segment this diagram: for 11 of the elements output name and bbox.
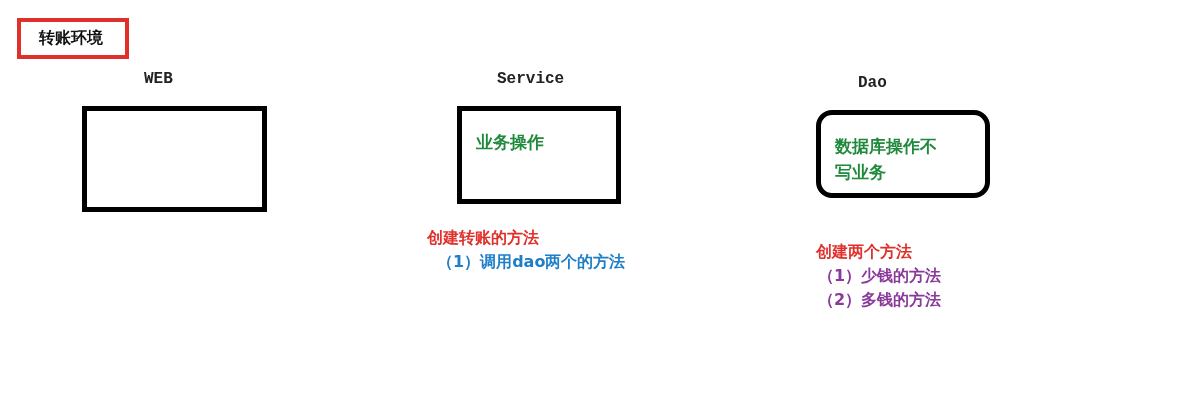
- layer-heading: Service: [497, 70, 565, 88]
- box-text: 业务操作: [476, 131, 545, 154]
- note-text: 创建两个方法: [816, 242, 912, 263]
- box-text: 数据库操作不写业务: [835, 135, 938, 184]
- layer-heading: Dao: [858, 74, 887, 92]
- note-text: （2）多钱的方法: [818, 290, 942, 311]
- note-text: 创建转账的方法: [427, 228, 539, 249]
- layer-heading: WEB: [144, 70, 173, 88]
- note-text: （1）调用dao两个的方法: [437, 252, 626, 273]
- title: 转账环境: [17, 18, 129, 59]
- note-text: （1）少钱的方法: [818, 266, 942, 287]
